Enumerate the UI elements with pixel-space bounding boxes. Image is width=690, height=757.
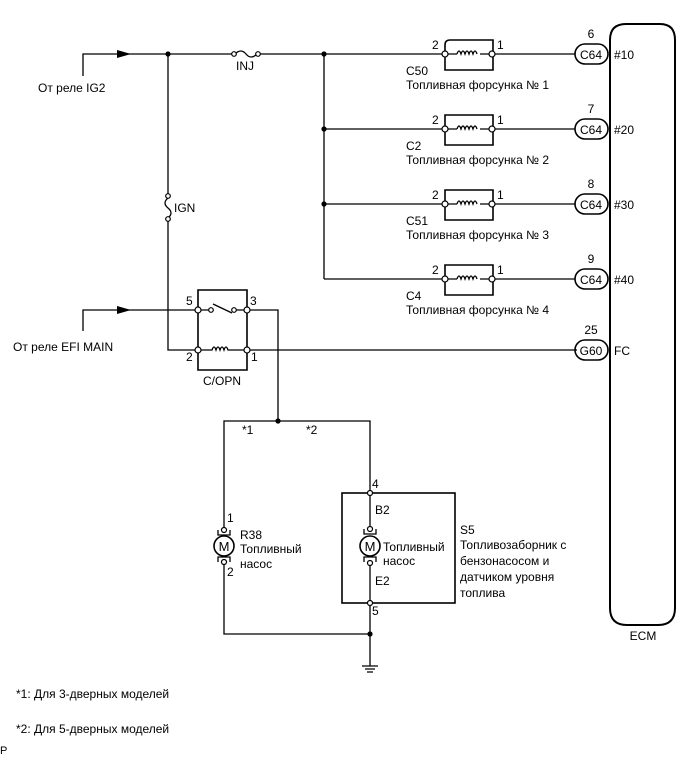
coil-icon [456, 125, 478, 132]
svg-text:R38: R38 [240, 528, 262, 542]
corner-mark: P [0, 745, 7, 757]
pump-branch-wire [223, 420, 371, 530]
injector-name-label: Топливная форсунка № 2 [406, 153, 549, 167]
pin-label: 1 [497, 113, 504, 127]
svg-text:25: 25 [584, 323, 598, 337]
svg-text:2: 2 [227, 565, 234, 579]
svg-text:#20: #20 [614, 123, 634, 137]
svg-text:Топливозаборник с: Топливозаборник с [460, 538, 566, 552]
s5-fuel-pump-assembly: M 4 5 B2 E2 Топливный насос S5 Топливоза… [341, 477, 566, 618]
svg-text:4: 4 [372, 477, 379, 491]
pin-label: 2 [432, 188, 439, 202]
ign-wire [167, 54, 198, 351]
ecm-connector-10: C64 6 #10 [574, 27, 634, 65]
svg-text:насос: насос [240, 557, 272, 571]
svg-text:8: 8 [588, 177, 595, 191]
injector-2: 2 1 C2 Топливная форсунка № 2 [324, 113, 577, 167]
injector-name-label: Топливная форсунка № 4 [406, 303, 549, 317]
ecm-connector-20: C64 7 #20 [574, 102, 634, 140]
inj-fuse-label: INJ [236, 59, 254, 73]
svg-text:1: 1 [227, 511, 234, 525]
svg-text:M: M [219, 539, 230, 554]
svg-text:C64: C64 [580, 198, 602, 212]
ecm-connector-40: C64 9 #40 [574, 252, 634, 290]
svg-text:M: M [365, 539, 376, 554]
r38-ground-wire [223, 565, 370, 635]
motor-icon [213, 535, 235, 557]
injector-connector-label: C51 [406, 214, 428, 228]
injector-1: 2 1 C50 Топливная форсунка № 1 [324, 38, 577, 92]
ign-fuse-label: IGN [174, 201, 195, 215]
svg-text:C64: C64 [580, 273, 602, 287]
ecm-label: ECM [630, 629, 657, 643]
svg-text:9: 9 [588, 252, 595, 266]
branch-note-2: *2 [306, 423, 318, 437]
pin-label: 2 [432, 38, 439, 52]
injector-connector-label: C4 [406, 289, 422, 303]
pin-label: 1 [497, 188, 504, 202]
injector-name-label: Топливная форсунка № 1 [406, 78, 549, 92]
injector-name-label: Топливная форсунка № 3 [406, 228, 549, 242]
r38-fuel-pump: M 1 2 R38 Топливный насос [213, 511, 302, 579]
svg-text:B2: B2 [375, 503, 390, 517]
coil-icon [456, 50, 478, 57]
svg-text:Топливный: Топливный [240, 542, 302, 556]
motor-icon [359, 535, 381, 557]
svg-text:топлива: топлива [460, 586, 505, 600]
injector-3: 2 1 C51 Топливная форсунка № 3 [324, 188, 577, 242]
svg-text:FC: FC [614, 344, 630, 358]
pin-label: 2 [432, 263, 439, 277]
ecm-box [609, 23, 676, 626]
relay-coil-icon [198, 346, 247, 353]
ig2-arrow-icon [117, 50, 131, 58]
svg-text:7: 7 [588, 102, 595, 116]
svg-text:C64: C64 [580, 123, 602, 137]
svg-text:C64: C64 [580, 48, 602, 62]
ign-fuse-icon [164, 197, 172, 219]
svg-text:датчиком уровня: датчиком уровня [460, 570, 554, 584]
svg-text:#10: #10 [614, 48, 634, 62]
injector-connector-label: C2 [406, 139, 422, 153]
svg-text:G60: G60 [580, 344, 603, 358]
pin-label: 1 [497, 263, 504, 277]
pin-label: 1 [497, 38, 504, 52]
svg-text:5: 5 [186, 294, 193, 308]
footnote-2: *2: Для 5-дверных моделей [16, 722, 169, 736]
svg-text:бензонасосом и: бензонасосом и [460, 554, 549, 568]
svg-text:5: 5 [372, 604, 379, 618]
ecm-connector-30: C64 8 #30 [574, 177, 634, 215]
coil-icon [456, 200, 478, 207]
relay-label: C/OPN [203, 374, 241, 388]
svg-text:3: 3 [250, 294, 257, 308]
efi-main-source-label: От реле EFI MAIN [13, 340, 113, 354]
svg-text:1: 1 [251, 350, 258, 364]
injector-connector-label: C50 [406, 64, 428, 78]
svg-text:#30: #30 [614, 198, 634, 212]
injector-4: 2 1 C4 Топливная форсунка № 4 [324, 263, 577, 317]
coil-icon [456, 275, 478, 282]
copn-relay: 5 3 2 1 C/OPN [186, 289, 258, 388]
efi-main-arrow-icon [117, 306, 131, 314]
svg-text:насос: насос [383, 554, 415, 568]
inj-fuse-icon [234, 50, 258, 58]
svg-text:#40: #40 [614, 273, 634, 287]
svg-text:2: 2 [186, 350, 193, 364]
footnote-1: *1: Для 3-дверных моделей [16, 687, 169, 701]
pump-feed-wire [250, 309, 279, 421]
relay-switch-icon [198, 303, 247, 314]
efi-main-source-wire [82, 309, 198, 331]
ecm-connector-fc: G60 25 FC [574, 323, 630, 361]
svg-text:6: 6 [588, 27, 595, 41]
svg-text:E2: E2 [375, 574, 390, 588]
svg-text:Топливный: Топливный [383, 540, 445, 554]
svg-text:S5: S5 [460, 523, 475, 537]
branch-note-1: *1 [242, 423, 254, 437]
ig2-source-label: От реле IG2 [38, 81, 106, 95]
ground-icon [362, 665, 378, 673]
pin-label: 2 [432, 113, 439, 127]
